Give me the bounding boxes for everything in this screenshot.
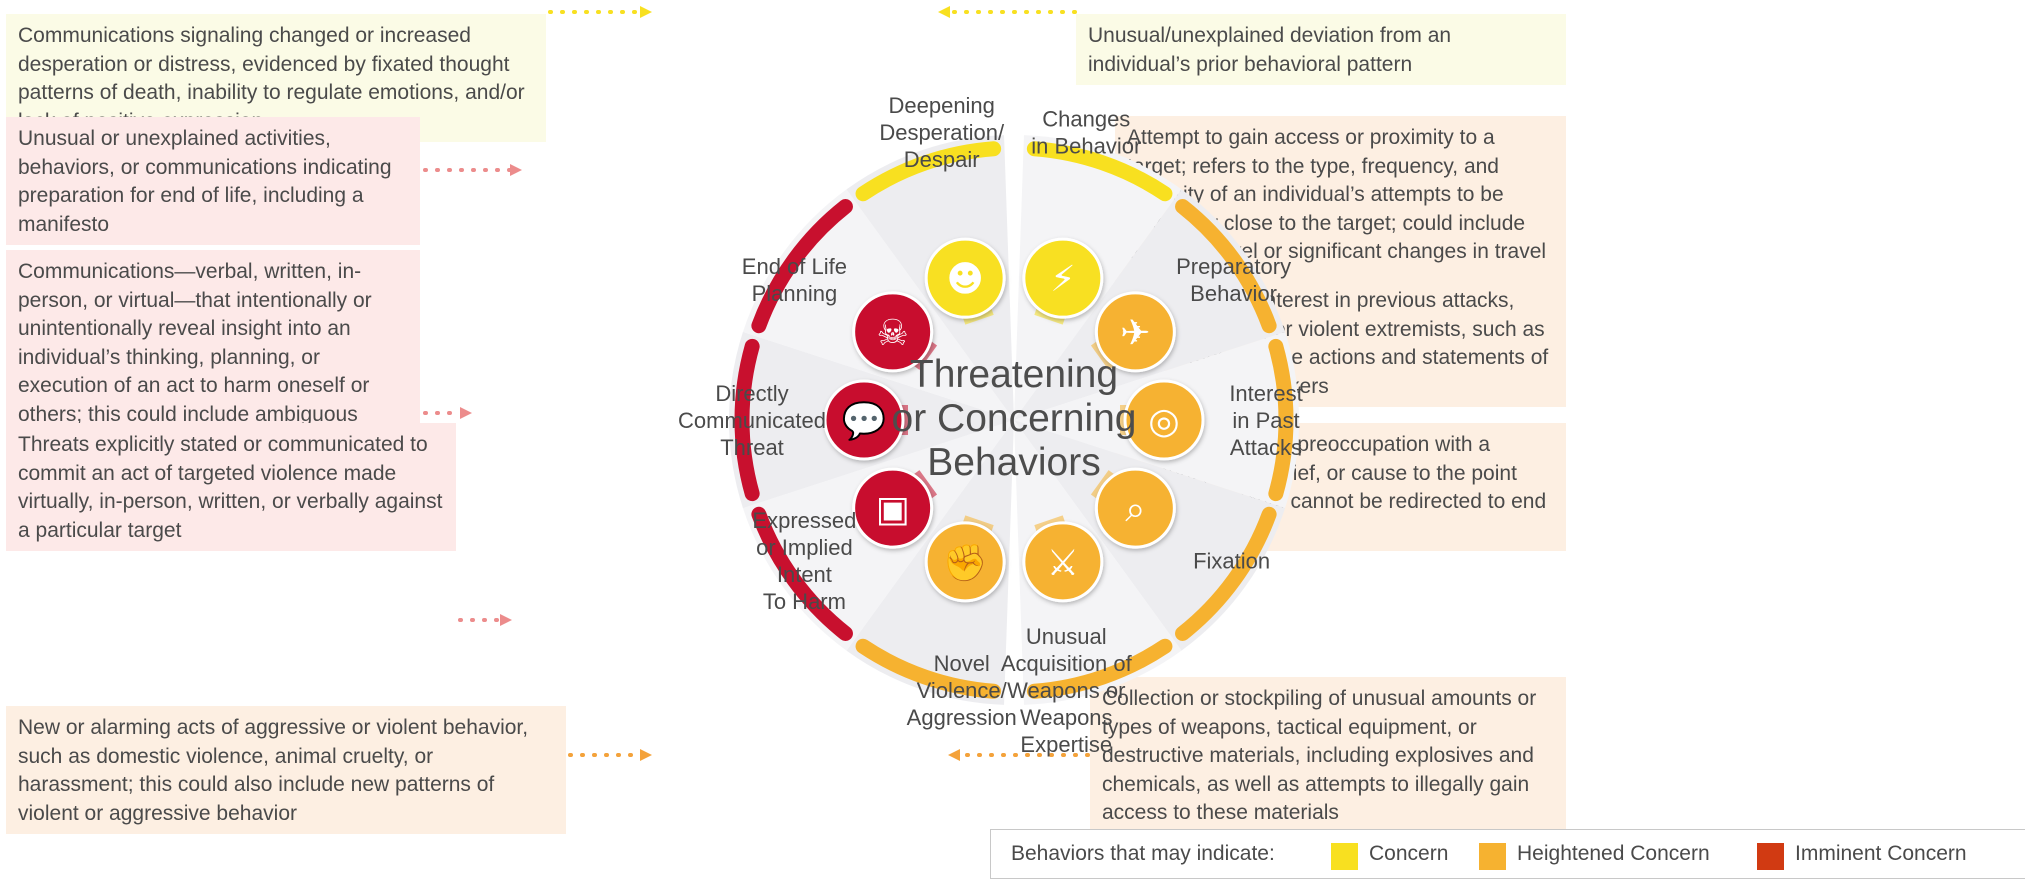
legend-label-concern: Concern [1369, 842, 1449, 865]
connector-arrow [640, 6, 652, 18]
center-title-line-3: Behaviors [927, 441, 1100, 484]
legend-swatch-concern [1331, 843, 1358, 870]
legend-lead: Behaviors that may indicate: [1011, 842, 1275, 865]
arc-fixation [1175, 506, 1277, 641]
legend-label-heightened: Heightened Concern [1517, 842, 1710, 865]
legend-swatch-imminent [1757, 843, 1784, 870]
connector-arrow [500, 614, 512, 626]
connector-arrow [510, 164, 522, 176]
svg-text:⚔: ⚔ [1047, 543, 1079, 584]
legend-label-imminent: Imminent Concern [1795, 842, 1967, 865]
hacked-computer-icon: ▣ [852, 467, 934, 549]
svg-text:☻: ☻ [946, 259, 984, 300]
center-title-line-1: Threatening [910, 353, 1118, 396]
arc-deepening-desperation [855, 141, 1002, 202]
arc-interest-in-past-attacks [1268, 338, 1294, 502]
svg-text:⌕: ⌕ [1125, 489, 1145, 530]
connector-arrow [948, 749, 960, 761]
center-title-line-2: or Concerning [892, 397, 1137, 440]
svg-text:☠: ☠ [877, 313, 909, 354]
connector-arrow [460, 407, 472, 419]
connector-arrow [938, 6, 950, 18]
head-brainstorm-icon: ☻ [924, 237, 1006, 319]
svg-text:💬: 💬 [842, 400, 887, 442]
arc-preparatory-behavior [1175, 199, 1277, 334]
description-expressed-intent: Threats explicitly stated or communicate… [6, 423, 456, 551]
arc-unusual-acquisition [1026, 638, 1173, 699]
arc-end-of-life-planning [751, 199, 853, 334]
center-title: Threatening or Concerning Behaviors [892, 353, 1137, 484]
connector-arrow [640, 749, 652, 761]
description-unusual-acquisition: Collection or stockpiling of unusual amo… [1090, 677, 1566, 834]
arc-directly-communicated-threat [734, 338, 760, 502]
weapons-icon: ⚔ [1022, 521, 1104, 603]
description-changes-in-behavior: Unusual/unexplained deviation from an in… [1076, 14, 1566, 85]
fist-icon: ✊ [924, 521, 1006, 603]
legend: Behaviors that may indicate: Concern Hei… [990, 829, 2025, 879]
lightning-icon: ⚡ [1022, 237, 1104, 319]
svg-text:✊: ✊ [943, 543, 988, 584]
label-fixation: Fixation [1193, 548, 1270, 573]
magnifier-icon: ⌕ [1094, 467, 1176, 549]
arc-changes-in-behavior [1026, 141, 1173, 202]
arc-expressed-intent [751, 506, 853, 641]
legend-swatch-heightened [1479, 843, 1506, 870]
description-end-of-life-planning: Unusual or unexplained activities, behav… [6, 117, 420, 245]
description-novel-violence: New or alarming acts of aggressive or vi… [6, 706, 566, 834]
target-icon: ◎ [1123, 379, 1205, 461]
svg-text:⚡: ⚡ [1050, 259, 1075, 300]
svg-text:◎: ◎ [1148, 401, 1179, 442]
skull-crossbones-icon: ☠ [852, 291, 934, 373]
speech-bubbles-icon: 💬 [823, 379, 905, 461]
travel-building-icon: ✈ [1094, 291, 1176, 373]
svg-text:▣: ▣ [876, 489, 910, 530]
arc-novel-violence [855, 638, 1002, 699]
svg-text:✈: ✈ [1120, 313, 1150, 354]
